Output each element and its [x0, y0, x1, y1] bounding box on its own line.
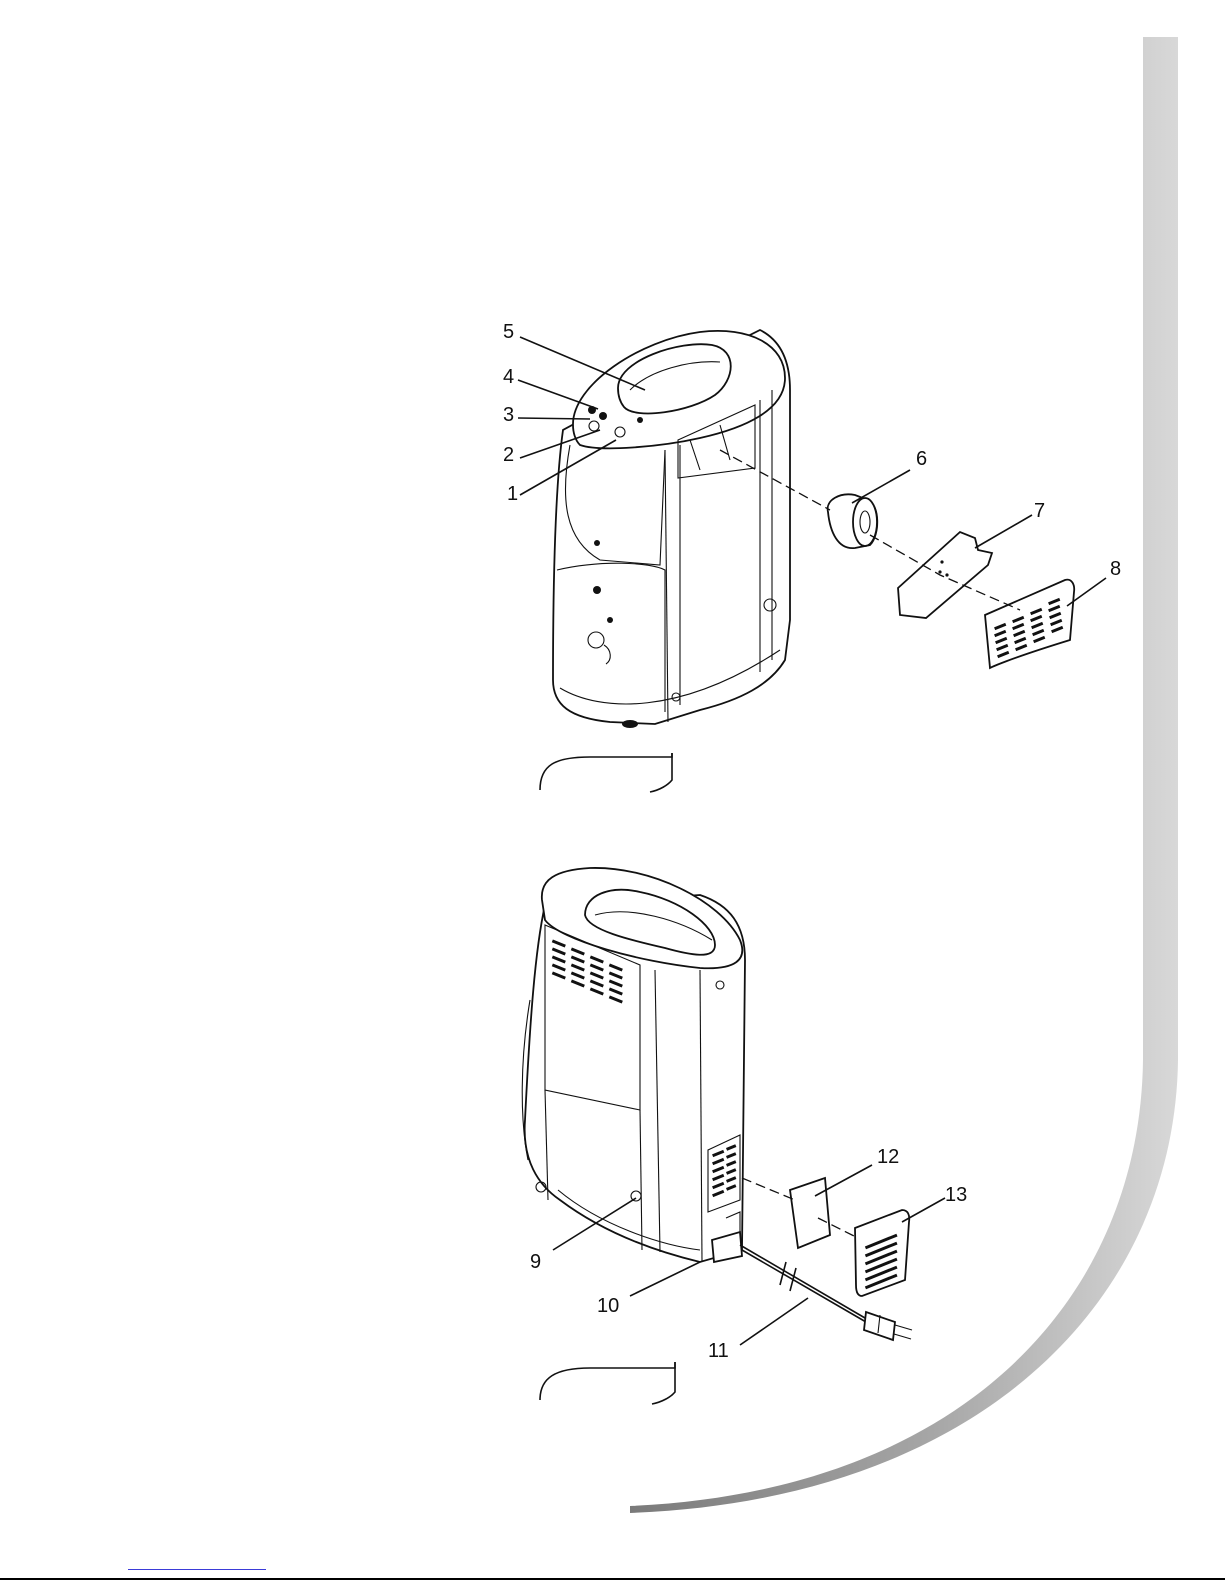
filter-plate-part — [898, 532, 992, 618]
callout-12: 12 — [877, 1146, 899, 1168]
callout-8: 8 — [1110, 558, 1121, 580]
callout-1: 1 — [507, 483, 518, 505]
figure-b: 9 10 11 12 13 — [522, 868, 967, 1404]
callout-3: 3 — [503, 404, 514, 426]
callout-6: 6 — [916, 448, 927, 470]
footer-link-underline — [128, 1569, 266, 1570]
page-swoosh — [630, 37, 1178, 1513]
callout-5: 5 — [503, 321, 514, 343]
callout-9: 9 — [530, 1251, 541, 1273]
side-filter-part — [790, 1178, 830, 1248]
callout-10: 10 — [597, 1295, 619, 1317]
callout-11: 11 — [708, 1340, 729, 1362]
callout-2: 2 — [503, 444, 514, 466]
footer-rule — [0, 1578, 1225, 1580]
grille-cover-part — [985, 580, 1074, 668]
figure-a: 1 2 3 4 5 6 7 8 — [503, 321, 1121, 792]
callout-7: 7 — [1034, 500, 1045, 522]
callout-4: 4 — [503, 366, 514, 388]
side-grille-cover-part — [855, 1210, 909, 1296]
callout-13: 13 — [945, 1184, 967, 1206]
